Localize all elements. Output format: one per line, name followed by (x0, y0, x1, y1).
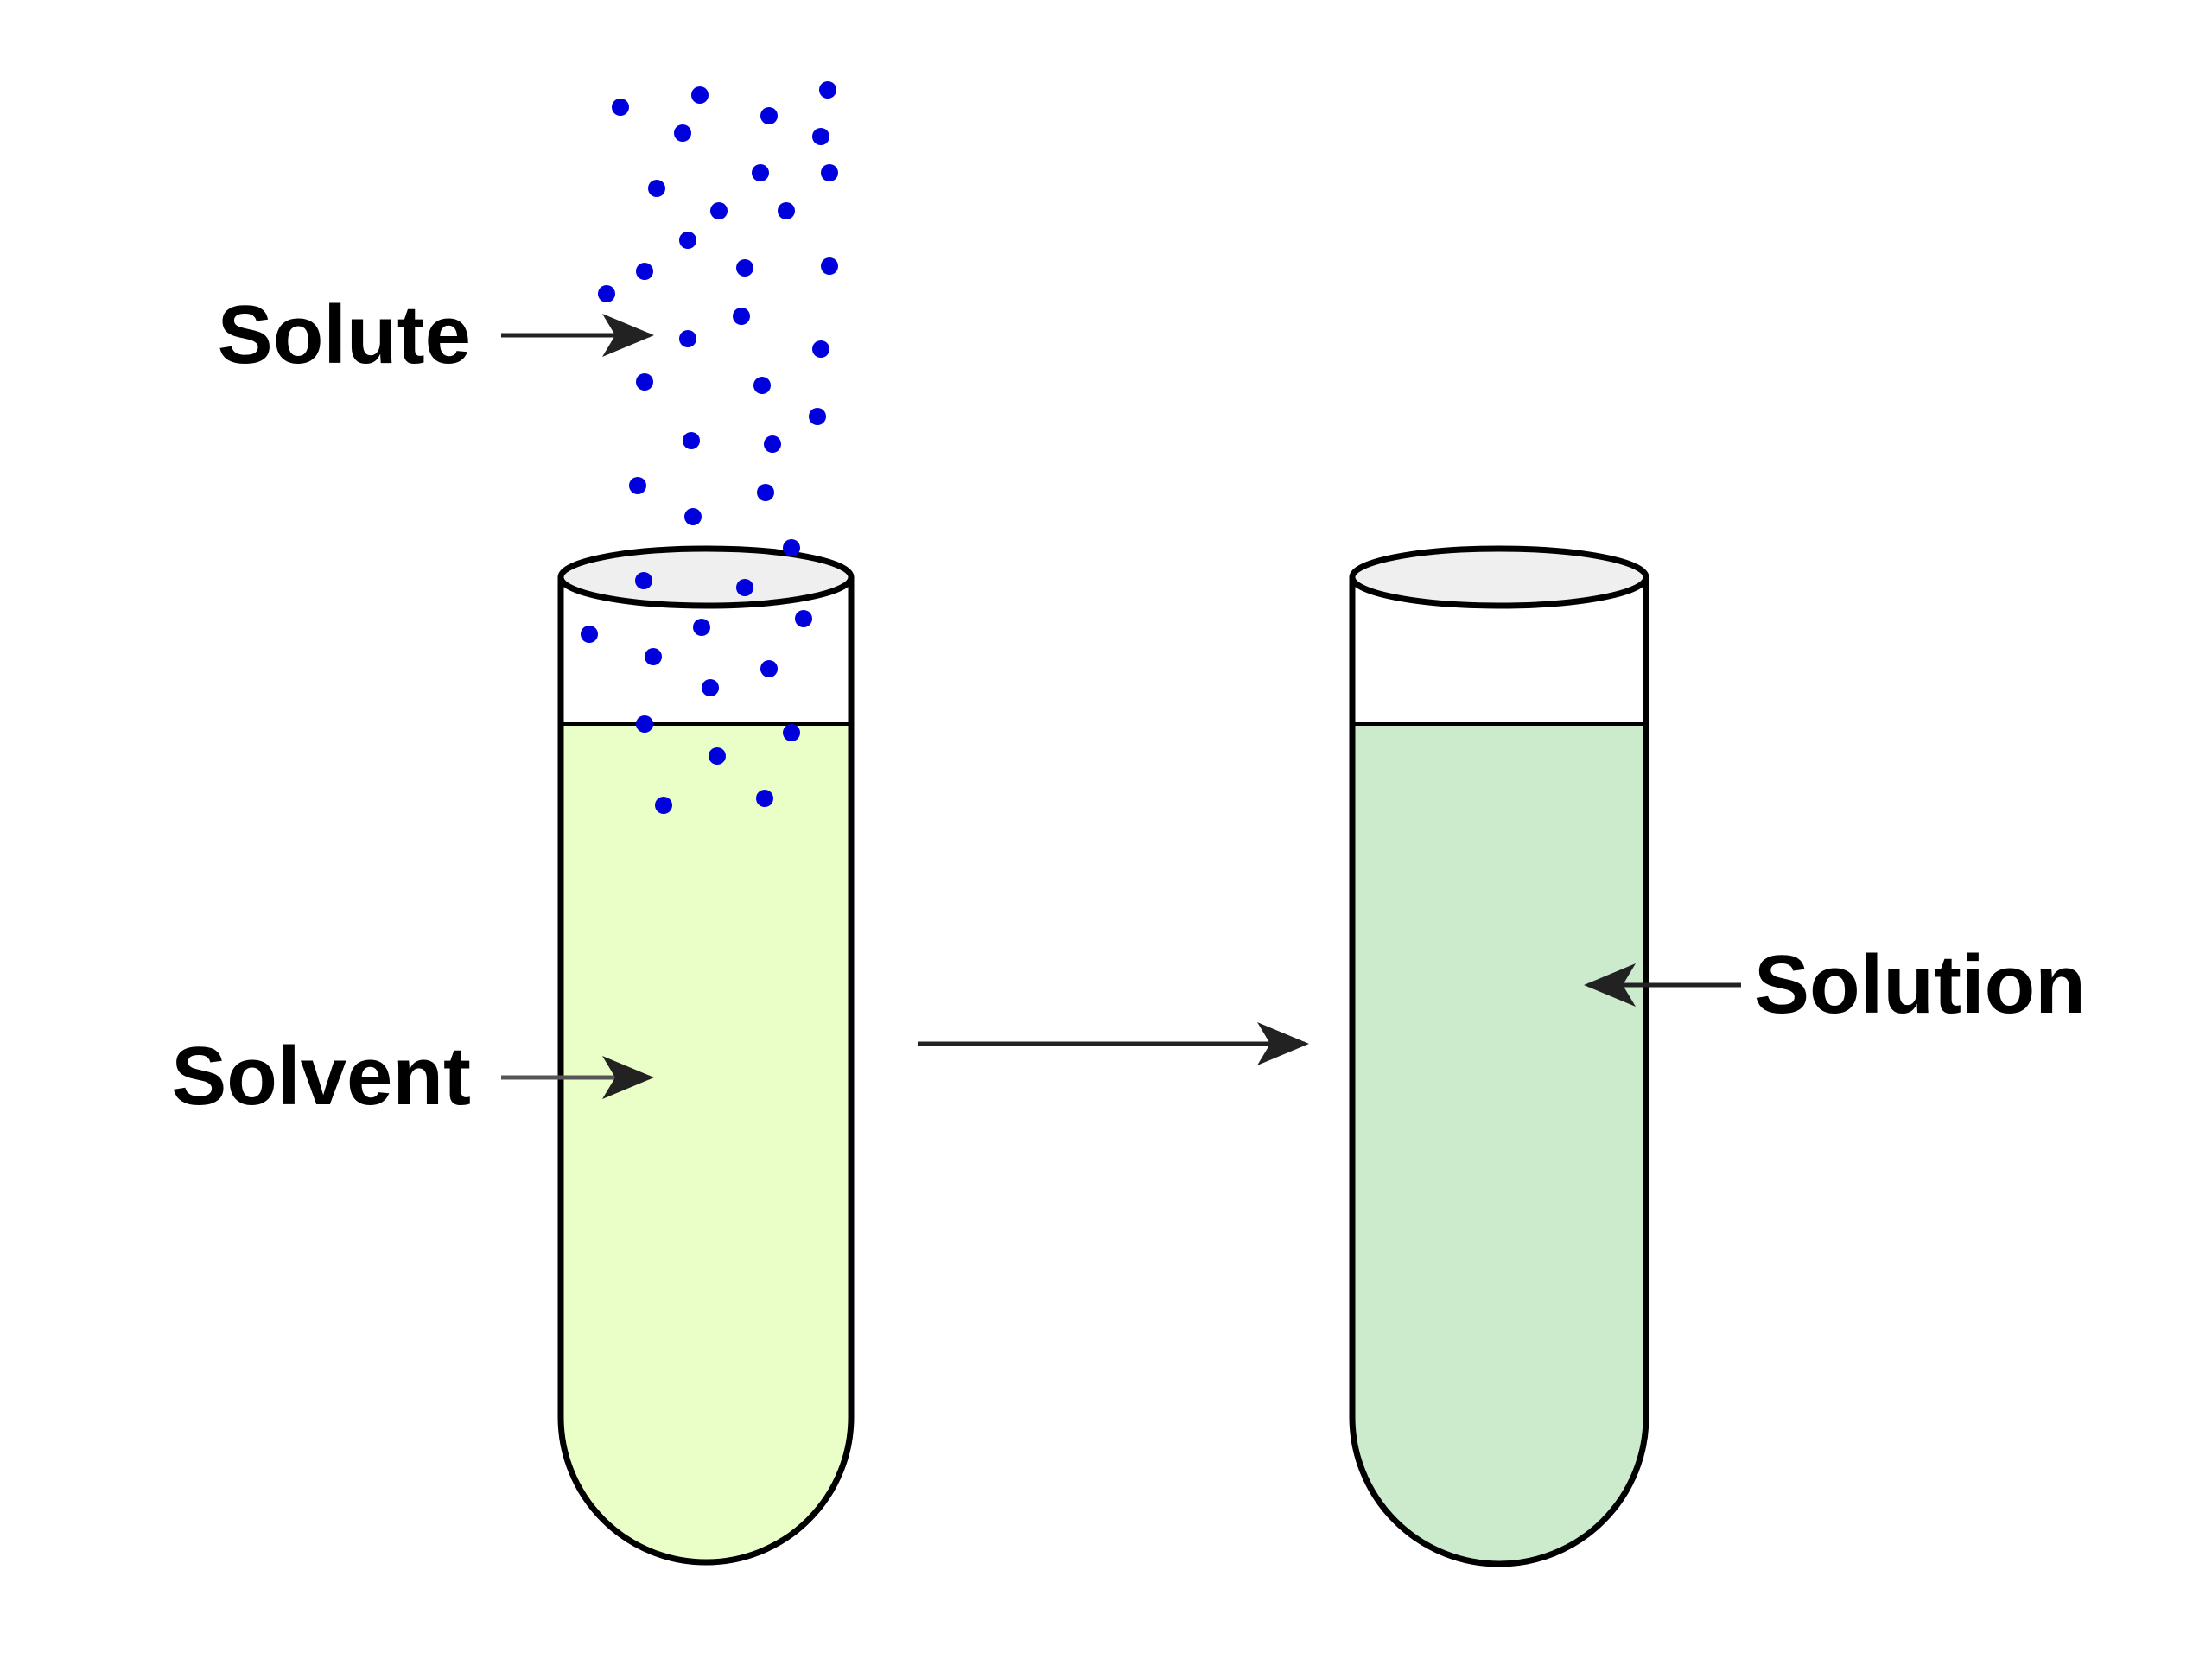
solute-particle (612, 99, 629, 116)
solute-particle (795, 610, 812, 627)
solute-particle (691, 86, 709, 104)
solvent-test-tube (557, 545, 855, 1566)
solute-particle (683, 432, 700, 449)
solute-particle (648, 180, 665, 197)
solute-particle (809, 408, 826, 425)
solute-particle (598, 285, 615, 302)
solute-particle (756, 790, 773, 807)
solute-particle (645, 648, 662, 665)
solute-particle (752, 164, 769, 181)
solvent-liquid (561, 724, 851, 1562)
solute-particle (674, 124, 691, 142)
solvent-tube-rim (557, 545, 855, 609)
solute-particle (764, 435, 781, 453)
solute-particle (655, 797, 672, 814)
solute-particle (760, 660, 778, 677)
solute-particle (581, 626, 598, 643)
solute-particle (693, 619, 710, 636)
solute-label: Solute (218, 289, 471, 381)
solution-liquid (1352, 724, 1646, 1564)
solution-label: Solution (1754, 938, 2086, 1031)
solution-tube-outline (1349, 577, 1649, 1567)
solvent-label: Solvent (171, 1030, 471, 1122)
solute-particle (821, 164, 838, 181)
solute-particle (812, 128, 830, 145)
solution-test-tube (1349, 545, 1649, 1567)
solute-particles (581, 81, 838, 814)
solute-particle (636, 263, 653, 280)
solute-particle (636, 715, 653, 733)
solute-particle (812, 340, 830, 358)
solute-particle (629, 477, 646, 494)
solute-particle (760, 107, 778, 124)
solute-particle (709, 747, 726, 765)
solute-particle (733, 308, 750, 325)
solute-particle (783, 539, 800, 556)
solute-particle (679, 232, 696, 249)
solute-particle (702, 679, 719, 696)
solute-particle (819, 81, 836, 99)
solute-particle (778, 202, 795, 219)
solute-particle (635, 572, 652, 589)
solute-particle (684, 508, 702, 525)
solute-particle (783, 724, 800, 741)
solute-particle (710, 202, 728, 219)
solute-particle (821, 257, 838, 275)
solute-particle (736, 579, 753, 596)
solute-particle (736, 259, 753, 276)
solute-particle (679, 330, 696, 347)
solute-particle (636, 373, 653, 391)
solution-tube-rim (1349, 545, 1649, 609)
solute-particle (753, 377, 771, 394)
solvent-tube-outline (557, 577, 855, 1566)
solute-particle (757, 484, 774, 501)
